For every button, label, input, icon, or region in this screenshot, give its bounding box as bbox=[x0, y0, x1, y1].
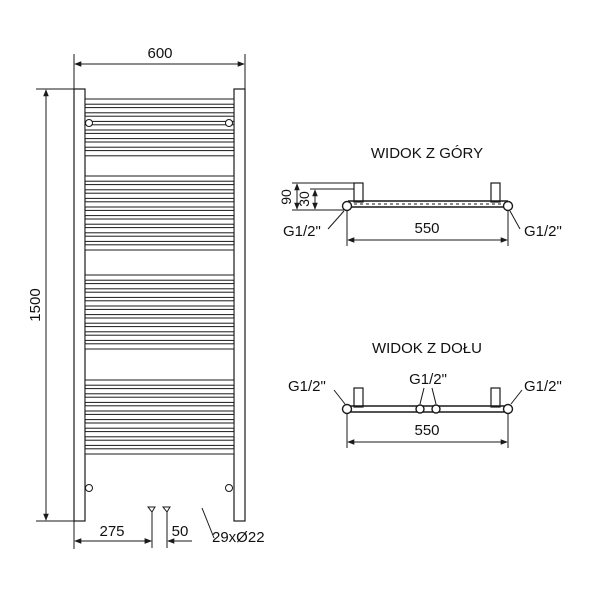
spacing-label: 50 bbox=[172, 523, 189, 540]
radiator-bar bbox=[84, 141, 235, 148]
radiator-bar bbox=[84, 343, 235, 350]
radiator-bar bbox=[84, 184, 235, 191]
radiator-bar bbox=[84, 448, 235, 455]
top-view: WIDOK Z GÓRY 90 30 G1/2" G1/2" 550 bbox=[278, 145, 562, 246]
bottom-view-center-thread-circle-2 bbox=[431, 404, 441, 414]
bottom-view-left-collector bbox=[353, 387, 364, 408]
radiator-bar bbox=[84, 175, 235, 182]
depth-outer-label: 90 bbox=[278, 189, 294, 205]
left-column bbox=[73, 88, 86, 522]
radiator-bar bbox=[84, 396, 235, 403]
bottom-view-center-thread-label: G1/2" bbox=[409, 371, 447, 388]
radiator-bar bbox=[84, 150, 235, 157]
bottom-view-left-thread-leader bbox=[333, 389, 346, 405]
front-view: 600 1500 275 50 29xØ22 bbox=[27, 45, 265, 549]
radiator-bar bbox=[84, 334, 235, 341]
top-view-title: WIDOK Z GÓRY bbox=[371, 145, 483, 162]
radiator-bar bbox=[84, 132, 235, 140]
radiator-bar bbox=[84, 308, 235, 316]
mount-hole-top-right bbox=[225, 119, 233, 127]
radiator-bar bbox=[84, 201, 235, 208]
top-view-right-thread-circle bbox=[502, 200, 514, 212]
top-view-left-thread-leader bbox=[327, 210, 345, 230]
radiator-bar bbox=[84, 124, 235, 131]
bottom-view-width-label: 550 bbox=[414, 422, 439, 439]
tubes-label: 29xØ22 bbox=[212, 529, 265, 546]
top-view-right-thread-label: G1/2" bbox=[524, 223, 562, 240]
bottom-view-right-thread-label: G1/2" bbox=[524, 378, 562, 395]
bottom-view-center-thread-leader-right bbox=[431, 387, 437, 405]
bottom-view: WIDOK Z DOŁU G1/2" G1/2" G1/2" 550 bbox=[288, 340, 562, 448]
radiator-bar bbox=[84, 227, 235, 234]
bottom-view-right-thread-circle bbox=[502, 403, 514, 415]
radiator-bar bbox=[84, 98, 235, 105]
radiator-bar bbox=[84, 274, 235, 281]
radiator-bars bbox=[84, 98, 235, 455]
radiator-bar bbox=[84, 431, 235, 438]
radiator-bar bbox=[84, 413, 235, 421]
radiator-bar bbox=[84, 422, 235, 429]
depth-inner-label: 30 bbox=[296, 191, 312, 207]
bottom-view-left-thread-label: G1/2" bbox=[288, 378, 326, 395]
radiator-bar bbox=[84, 244, 235, 251]
bottom-view-right-thread-leader bbox=[510, 389, 523, 405]
radiator-bar bbox=[84, 107, 235, 114]
top-view-right-collector bbox=[490, 182, 501, 203]
radiator-bar bbox=[84, 405, 235, 412]
bottom-view-left-thread-circle bbox=[341, 403, 353, 415]
bottom-view-right-collector bbox=[490, 387, 501, 408]
right-column bbox=[233, 88, 246, 522]
left-offset-label: 275 bbox=[99, 523, 124, 540]
top-view-left-thread-circle bbox=[341, 200, 353, 212]
radiator-bar bbox=[84, 192, 235, 199]
top-view-left-collector bbox=[353, 182, 364, 203]
radiator-bar bbox=[84, 317, 235, 324]
radiator-bar bbox=[84, 218, 235, 225]
height-label: 1500 bbox=[27, 288, 44, 321]
radiator-bar bbox=[84, 291, 235, 298]
radiator-bar bbox=[84, 379, 235, 386]
mount-hole-top-left bbox=[85, 119, 93, 127]
radiator-bar bbox=[84, 115, 235, 122]
top-view-left-thread-label: G1/2" bbox=[283, 223, 321, 240]
mount-hole-bottom-left bbox=[85, 484, 93, 492]
bottom-connections bbox=[146, 506, 171, 548]
radiator-bar bbox=[84, 283, 235, 290]
bottom-view-title: WIDOK Z DOŁU bbox=[372, 340, 482, 357]
bottom-view-center-thread-circle-1 bbox=[415, 404, 425, 414]
tubes-leader bbox=[201, 507, 215, 539]
radiator-bar bbox=[84, 439, 235, 446]
width-label: 600 bbox=[147, 45, 172, 62]
radiator-bar bbox=[84, 235, 235, 242]
mount-hole-bottom-right bbox=[225, 484, 233, 492]
radiator-bar bbox=[84, 209, 235, 217]
top-view-width-label: 550 bbox=[414, 220, 439, 237]
top-view-right-thread-leader bbox=[509, 210, 521, 230]
bottom-view-center-thread-leader-left bbox=[419, 387, 425, 405]
radiator-bar bbox=[84, 388, 235, 395]
radiator-bar bbox=[84, 326, 235, 333]
radiator-bar bbox=[84, 300, 235, 307]
